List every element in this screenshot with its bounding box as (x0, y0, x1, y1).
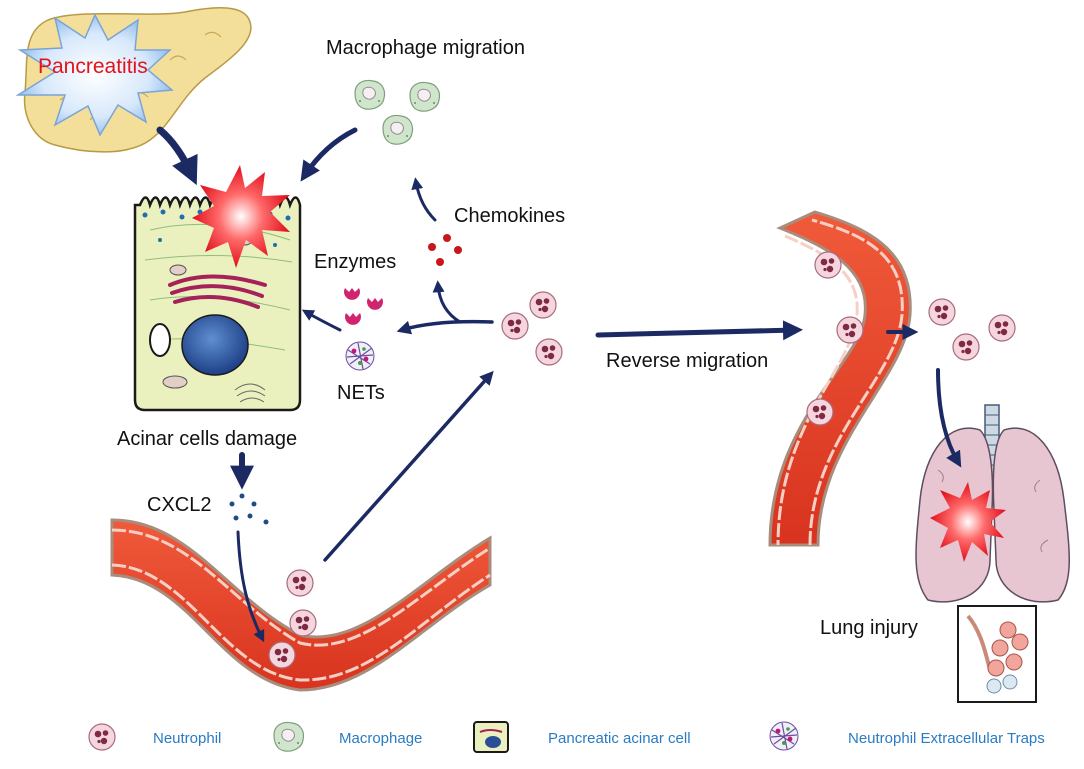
legend-label: Neutrophil (153, 730, 222, 747)
neutrophil (268, 641, 296, 669)
neutrophil (535, 338, 563, 366)
lung-injury-label: Lung injury (820, 617, 918, 639)
macrophage-migration-label: Macrophage migration (326, 37, 525, 59)
neutrophil (836, 316, 864, 344)
neutrophil (814, 251, 842, 279)
nets-label: NETs (337, 382, 385, 404)
lung-injury-burst-icon (930, 482, 1006, 562)
legend-acinar-cell-icon (473, 721, 509, 753)
macrophage (409, 81, 441, 112)
alveoli-inset (957, 605, 1037, 703)
neutrophil (952, 333, 980, 361)
enzymes-label: Enzymes (314, 251, 397, 273)
neutrophil (501, 312, 529, 340)
legend-label: Macrophage (339, 730, 423, 747)
legend-nets-icon (769, 721, 799, 751)
reverse-migration-label: Reverse migration (606, 350, 769, 372)
nets-cluster (345, 341, 375, 371)
neutrophil (928, 298, 956, 326)
legend-neutrophil-icon (88, 723, 116, 751)
pancreatitis-label: Pancreatitis (38, 55, 148, 78)
cxcl2-label: CXCL2 (147, 494, 212, 516)
neutrophil (988, 314, 1016, 342)
bottom-blood-vessel (110, 518, 492, 692)
legend-macrophage-icon (273, 721, 305, 752)
chemokine-dots (428, 234, 462, 266)
cxcl2-dots (229, 493, 269, 525)
legend-label: Neutrophil Extracellular Traps (848, 730, 1045, 747)
damage-burst-icon (192, 165, 290, 268)
pancreatitis-burst-icon (15, 13, 174, 137)
neutrophil (529, 291, 557, 319)
neutrophil (806, 398, 834, 426)
neutrophil (289, 609, 317, 637)
legend-label: Pancreatic acinar cell (548, 730, 691, 747)
arrows (156, 126, 962, 643)
neutrophil (286, 569, 314, 597)
macrophage (382, 114, 414, 145)
acinar-damage-label: Acinar cells damage (117, 428, 298, 450)
chemokines-label: Chemokines (454, 205, 566, 227)
lungs (915, 404, 1071, 603)
macrophage (354, 79, 386, 110)
enzyme-icons (344, 288, 383, 325)
